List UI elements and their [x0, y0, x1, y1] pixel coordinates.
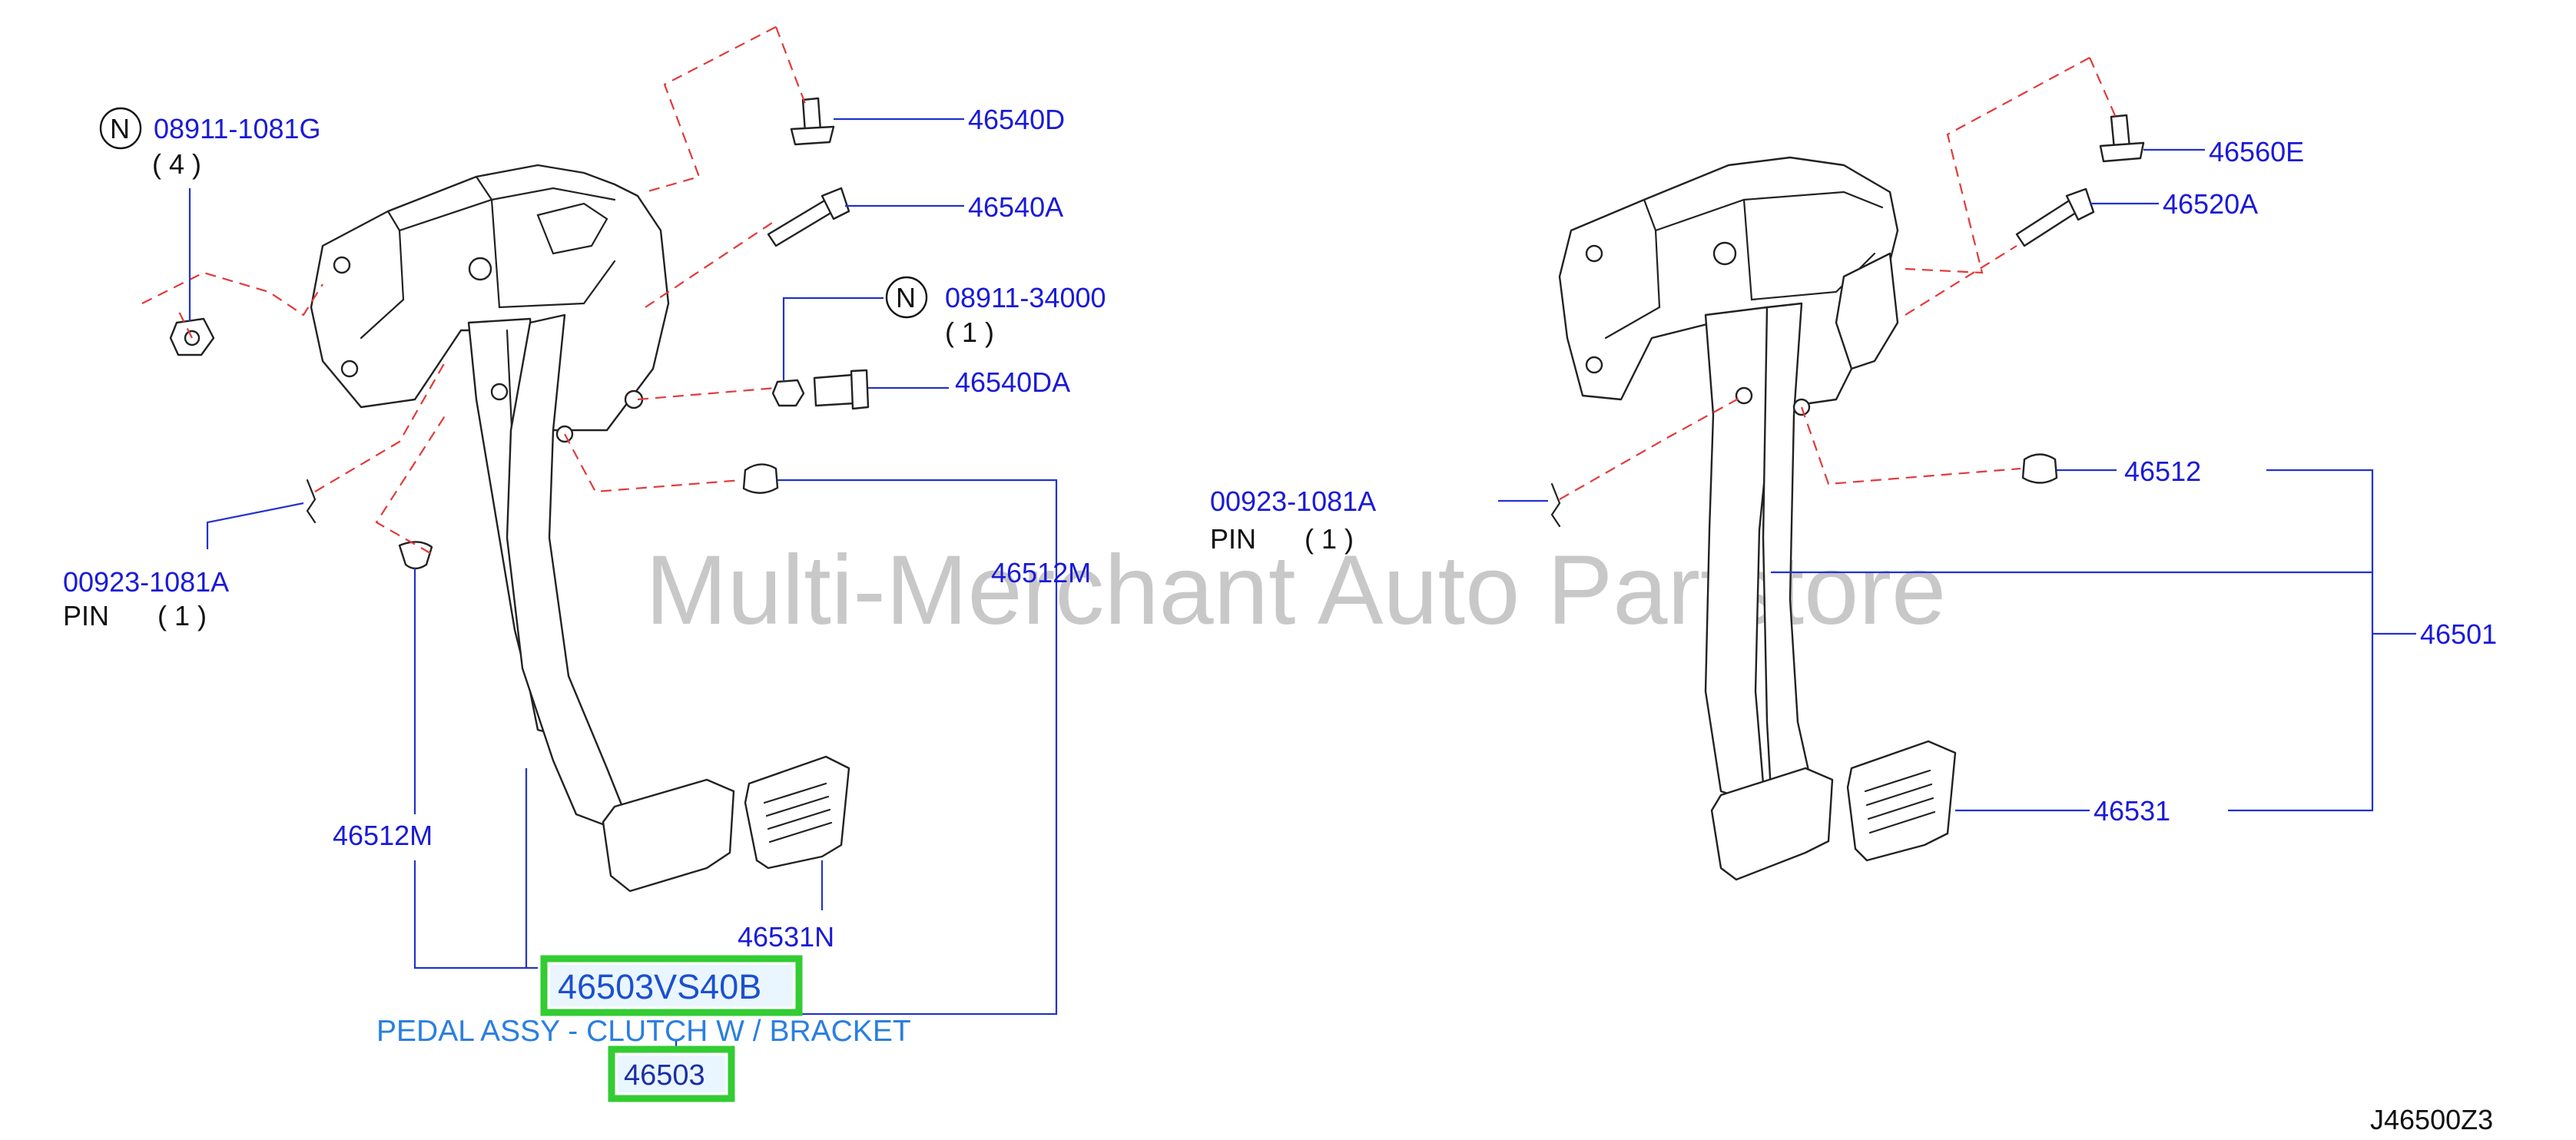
- callout-46512M-lower[interactable]: 46512M: [333, 820, 433, 851]
- assembly-description: PEDAL ASSY - CLUTCH W / BRACKET: [376, 1015, 911, 1048]
- nut-g-n-circle: [99, 107, 142, 150]
- right-pedal-bracket-drawing: [1558, 156, 1957, 881]
- assembly-part-number-fill: [550, 965, 793, 1006]
- callout-00923-1081A-left[interactable]: 00923-1081A: [63, 566, 229, 598]
- assembly-part-number[interactable]: 46503VS40B: [558, 967, 761, 1006]
- callout-46531[interactable]: 46531: [2094, 795, 2170, 827]
- callout-46540D[interactable]: 46540D: [968, 104, 1065, 135]
- callout-08911-1081G[interactable]: 08911-1081G: [154, 113, 321, 144]
- callout-46560E[interactable]: 46560E: [2209, 136, 2304, 167]
- left-dashed-guides: [141, 26, 808, 554]
- pin-name-left: PIN: [63, 600, 109, 631]
- diagram-reference-code: J46500Z3: [2370, 1104, 2493, 1135]
- pin-qty-right: ( 1 ): [1305, 523, 1354, 555]
- left-leader-lines: [188, 118, 1058, 1052]
- nut-g-n-letter: N: [110, 113, 130, 144]
- callout-46540DA[interactable]: 46540DA: [955, 366, 1070, 398]
- callout-08911-34000[interactable]: 08911-34000: [945, 282, 1106, 313]
- callout-00923-1081A-right[interactable]: 00923-1081A: [1210, 485, 1376, 517]
- right-hardware: [1550, 114, 2145, 528]
- nut-34000-n-letter: N: [896, 282, 916, 313]
- callout-46512M-upper[interactable]: 46512M: [991, 557, 1091, 588]
- left-hardware: [169, 97, 870, 570]
- pin-qty-left: ( 1 ): [157, 600, 207, 631]
- callout-46540A[interactable]: 46540A: [968, 191, 1063, 223]
- callout-46512[interactable]: 46512: [2124, 456, 2201, 487]
- pin-name-right: PIN: [1210, 523, 1256, 555]
- right-leader-lines: [1498, 148, 2416, 812]
- callout-46531N[interactable]: 46531N: [738, 921, 834, 953]
- right-dashed-guides: [1559, 57, 2118, 500]
- callout-08911-1081G-qty: ( 4 ): [152, 148, 201, 180]
- assembly-base-number[interactable]: 46503: [624, 1059, 705, 1092]
- nut-34000-n-circle: [885, 276, 928, 319]
- callout-46501[interactable]: 46501: [2420, 618, 2497, 650]
- callout-08911-34000-qty: ( 1 ): [945, 316, 994, 348]
- callout-46520A[interactable]: 46520A: [2163, 188, 2258, 220]
- left-pedal-bracket-drawing: [310, 164, 850, 893]
- assembly-base-number-fill: [618, 1055, 725, 1092]
